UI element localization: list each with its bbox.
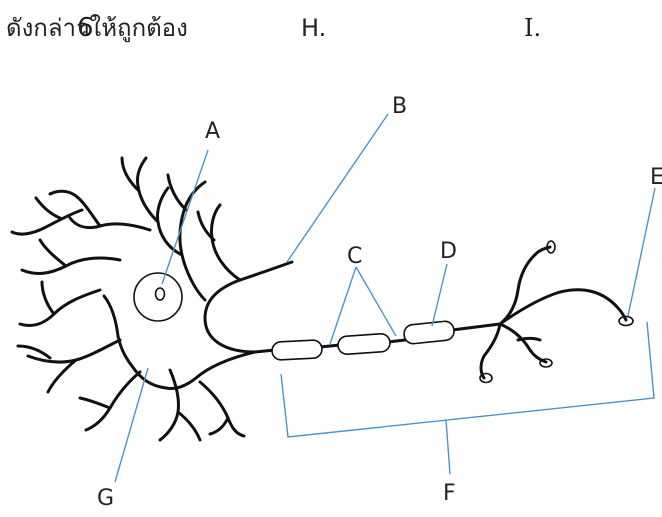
- leader-line-c2: [356, 267, 396, 336]
- label-d: D: [440, 239, 457, 264]
- axon-terminals: [481, 247, 626, 378]
- label-c: C: [347, 244, 362, 269]
- leader-line-f: [446, 420, 450, 474]
- leader-line-c1: [330, 267, 356, 344]
- label-f: F: [443, 481, 456, 506]
- bracket-f: [281, 322, 654, 437]
- axon-segment: [320, 345, 340, 347]
- leader-line-g: [115, 368, 148, 482]
- nucleolus: [156, 288, 165, 300]
- leader-line-b: [287, 114, 388, 262]
- nucleus: [134, 273, 182, 321]
- axon-segment: [452, 324, 500, 330]
- label-a: A: [205, 119, 220, 144]
- label-b: B: [392, 94, 407, 119]
- label-g: G: [97, 486, 114, 511]
- leader-line-d: [432, 264, 447, 326]
- label-e: E: [650, 165, 662, 190]
- myelin-sheath: [403, 320, 455, 344]
- axon-terminal-bulb: [480, 374, 492, 383]
- cell-body-outline: [12, 158, 292, 440]
- myelin-sheath: [337, 333, 390, 355]
- leader-line-e: [628, 188, 655, 316]
- myelin-sheath: [272, 340, 323, 361]
